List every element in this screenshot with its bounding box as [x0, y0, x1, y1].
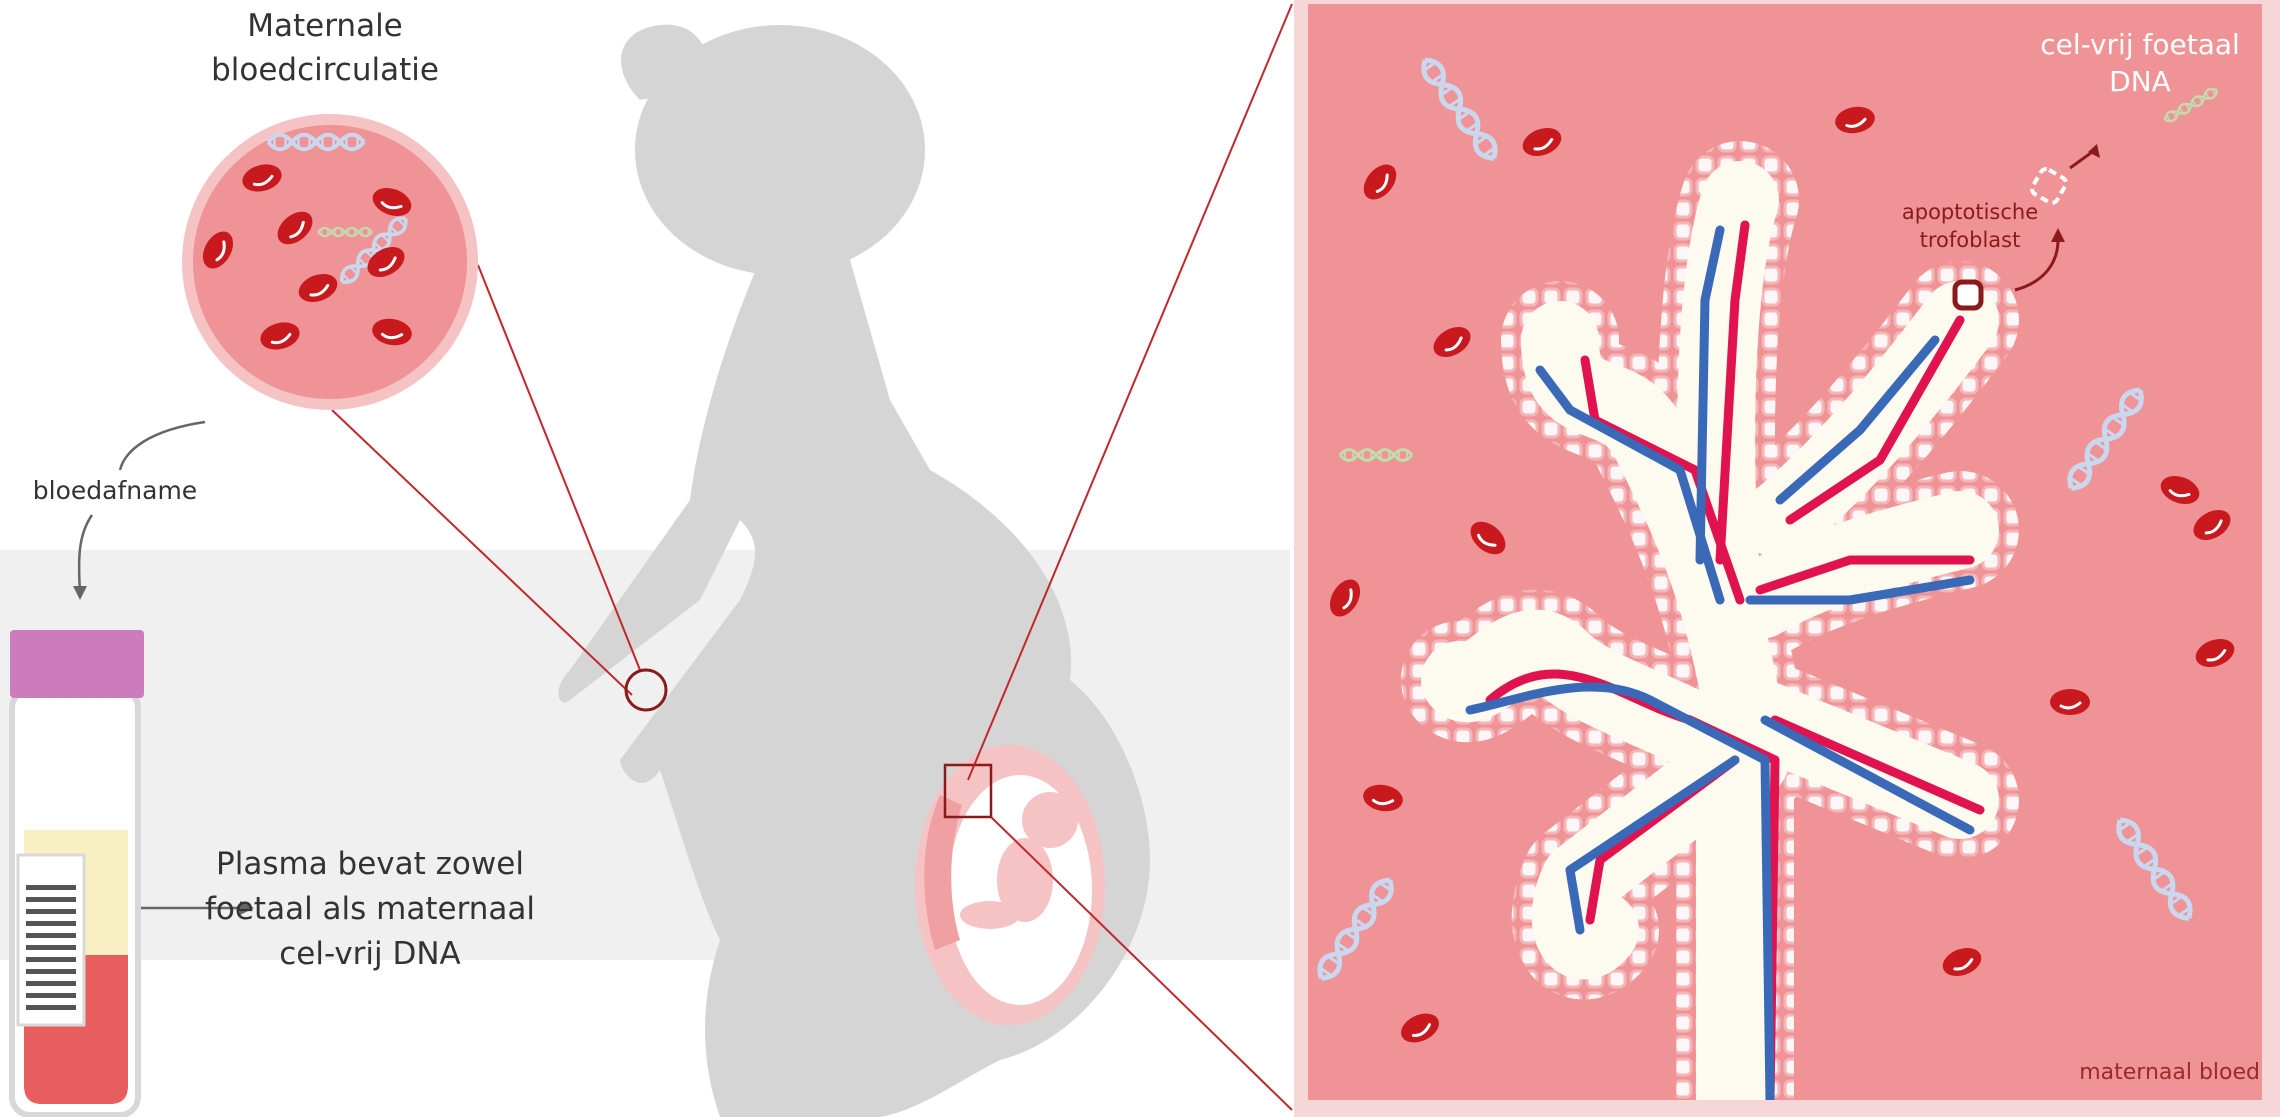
label-cell-free-fetal-dna: cel-vrij foetaal DNA	[2040, 26, 2240, 100]
down-arrow-line	[79, 515, 92, 592]
title-maternal-circulation: Maternale bloedcirculatie	[150, 4, 500, 92]
blood-circle	[182, 114, 478, 410]
red-blood-cell-icon	[2050, 689, 2090, 715]
down-arrowhead-icon	[73, 586, 87, 600]
label-plasma: Plasma bevat zowel foetaal als maternaal…	[200, 842, 540, 977]
barcode-icon	[18, 855, 84, 1025]
label-blood-draw: bloedafname	[20, 476, 210, 505]
curved-arrow	[120, 422, 205, 470]
inset-panel	[1294, 0, 2280, 1117]
label-maternal-blood: maternaal bloed	[2020, 1060, 2260, 1085]
blood-tube-icon	[10, 630, 144, 1115]
label-apoptotic-trophoblast: apoptotische trofoblast	[1880, 198, 2060, 254]
zoom-circle	[626, 670, 666, 710]
